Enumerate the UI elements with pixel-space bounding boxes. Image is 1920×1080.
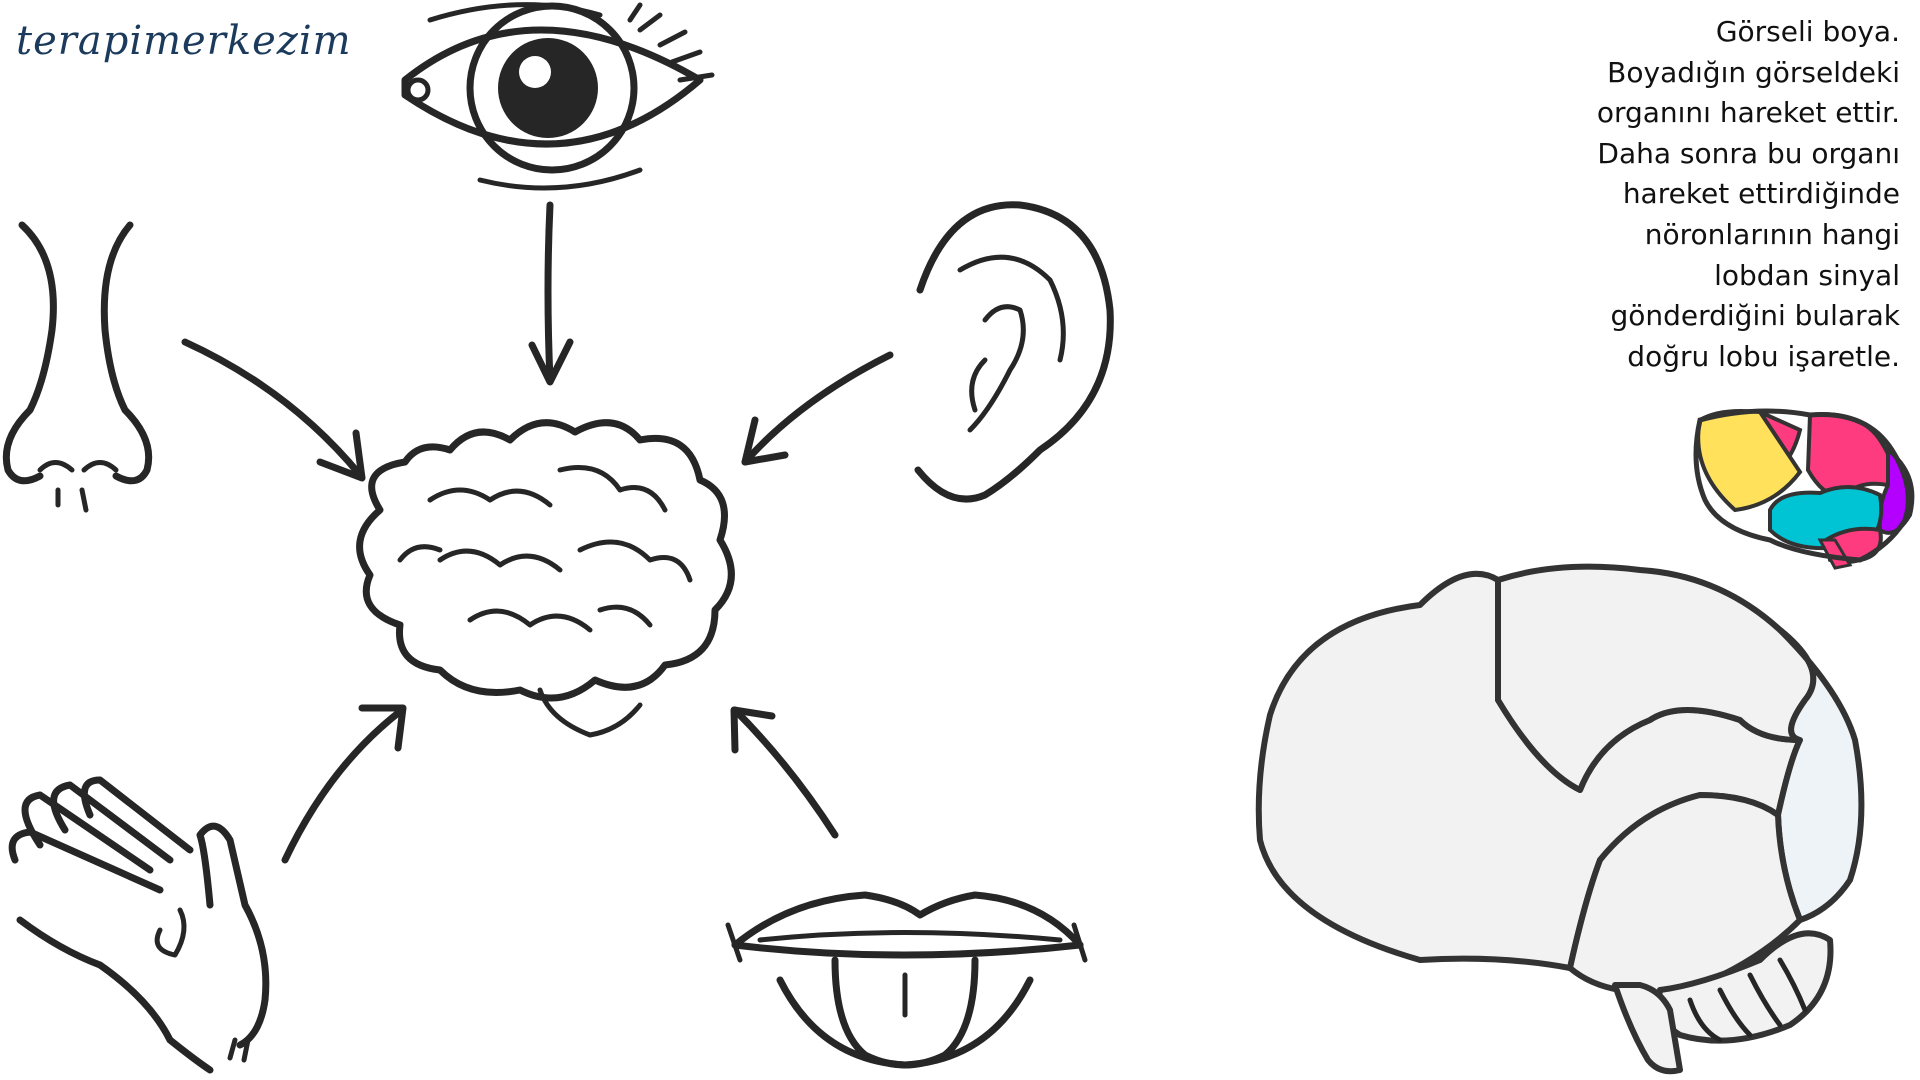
ear-icon [914,201,1114,503]
instructions-text: Görseli boya. Boyadığın görseldeki organ… [1480,12,1900,377]
brain-outline-icon [1255,563,1865,1075]
instruction-line: nöronlarının hangi [1644,217,1900,251]
nose-icon [2,221,153,513]
arrow-mouth-to-brain [730,706,839,839]
instruction-line: organını hareket ettir. [1596,96,1900,130]
instruction-line: lobdan sinyal [1714,258,1900,292]
hand-icon [8,776,270,1074]
brain-reference-icon [1693,408,1915,570]
instruction-line: Görseli boya. [1715,15,1900,48]
arrow-eye-to-brain [528,201,574,386]
brain-icon [356,419,735,738]
instruction-line: gönderdiğini bularak [1610,299,1900,333]
instruction-line: Daha sonra bu organı [1597,136,1900,170]
instruction-line: doğru lobu işaretle. [1627,339,1900,373]
eye-icon [401,2,715,191]
brand-logo: terapimerkezim [16,18,352,64]
arrow-hand-to-brain [281,704,407,864]
instruction-line: hareket ettirdiğinde [1622,177,1900,211]
mouth-icon [725,891,1088,1069]
arrow-nose-to-brain [181,338,366,482]
arrow-ear-to-brain [741,351,894,466]
instruction-line: Boyadığın görseldeki [1607,55,1900,89]
